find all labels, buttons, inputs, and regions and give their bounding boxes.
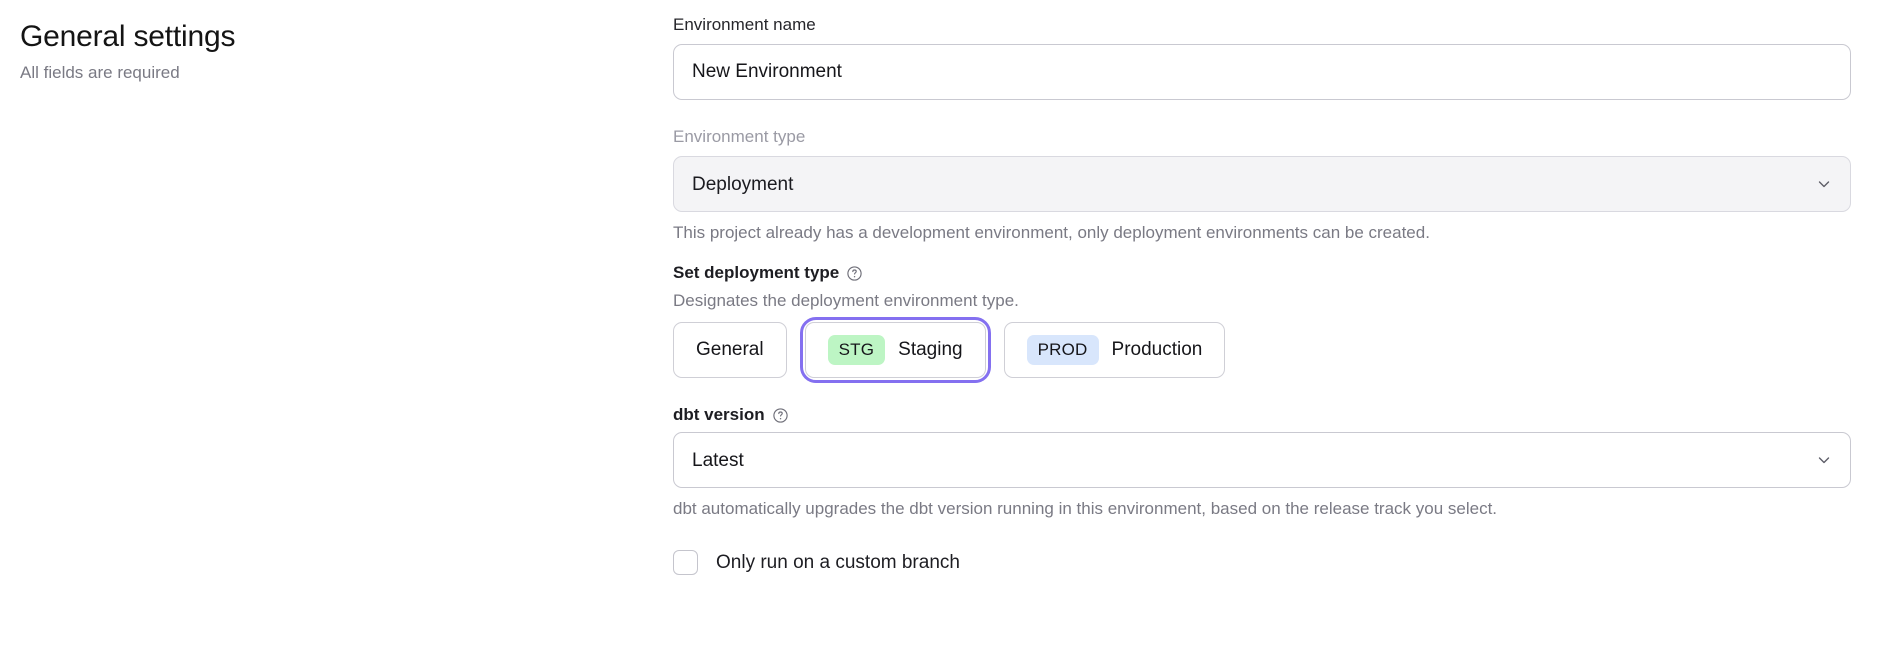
help-circle-icon[interactable]: [772, 407, 789, 424]
dbt-version-label: dbt version: [673, 405, 765, 424]
deployment-type-field: Set deployment type Designates the deplo…: [673, 262, 1851, 383]
deployment-type-option-production[interactable]: PROD Production: [1003, 322, 1226, 378]
deployment-type-option-staging-label: Staging: [898, 339, 963, 360]
deployment-type-options: General STG Staging PROD Production: [673, 317, 1851, 383]
environment-name-label: Environment name: [673, 15, 816, 34]
deployment-type-option-general-wrap: General: [673, 322, 787, 378]
deployment-type-option-production-wrap: PROD Production: [1003, 322, 1226, 378]
deployment-type-option-staging-wrap: STG Staging: [799, 317, 991, 383]
staging-badge: STG: [827, 335, 886, 365]
custom-branch-checkbox[interactable]: [673, 550, 698, 575]
dbt-version-select[interactable]: Latest: [673, 432, 1851, 488]
deployment-type-option-general[interactable]: General: [673, 322, 787, 378]
environment-name-input[interactable]: [673, 44, 1851, 100]
chevron-down-icon: [1816, 176, 1832, 192]
environment-type-helper: This project already has a development e…: [673, 223, 1430, 242]
deployment-type-option-general-label: General: [696, 339, 764, 360]
page-subtitle: All fields are required: [20, 63, 180, 82]
dbt-version-field: dbt version Latest dbt automatica: [673, 404, 1851, 520]
chevron-down-icon: [1816, 452, 1832, 468]
environment-type-value: Deployment: [692, 173, 794, 195]
custom-branch-row[interactable]: Only run on a custom branch: [673, 550, 1851, 575]
dbt-version-helper: dbt automatically upgrades the dbt versi…: [673, 499, 1498, 518]
environment-type-label: Environment type: [673, 127, 806, 146]
custom-branch-label: Only run on a custom branch: [716, 552, 960, 573]
environment-type-field: Environment type Deployment This project…: [673, 126, 1851, 244]
deployment-type-helper: Designates the deployment environment ty…: [673, 291, 1019, 310]
deployment-type-label-row: Set deployment type: [673, 262, 863, 284]
environment-type-select: Deployment: [673, 156, 1851, 212]
general-settings-form: Environment name Environment type Deploy…: [673, 14, 1851, 575]
environment-name-field: Environment name: [673, 14, 1851, 100]
production-badge: PROD: [1026, 335, 1099, 365]
deployment-type-option-production-label: Production: [1111, 339, 1203, 360]
dbt-version-label-row: dbt version: [673, 404, 789, 426]
deployment-type-option-staging[interactable]: STG Staging: [804, 322, 986, 378]
settings-intro-column: General settings All fields are required: [20, 18, 640, 84]
dbt-version-value: Latest: [692, 449, 744, 471]
page-title: General settings: [20, 20, 236, 53]
help-circle-icon[interactable]: [846, 265, 863, 282]
deployment-type-label: Set deployment type: [673, 263, 840, 282]
